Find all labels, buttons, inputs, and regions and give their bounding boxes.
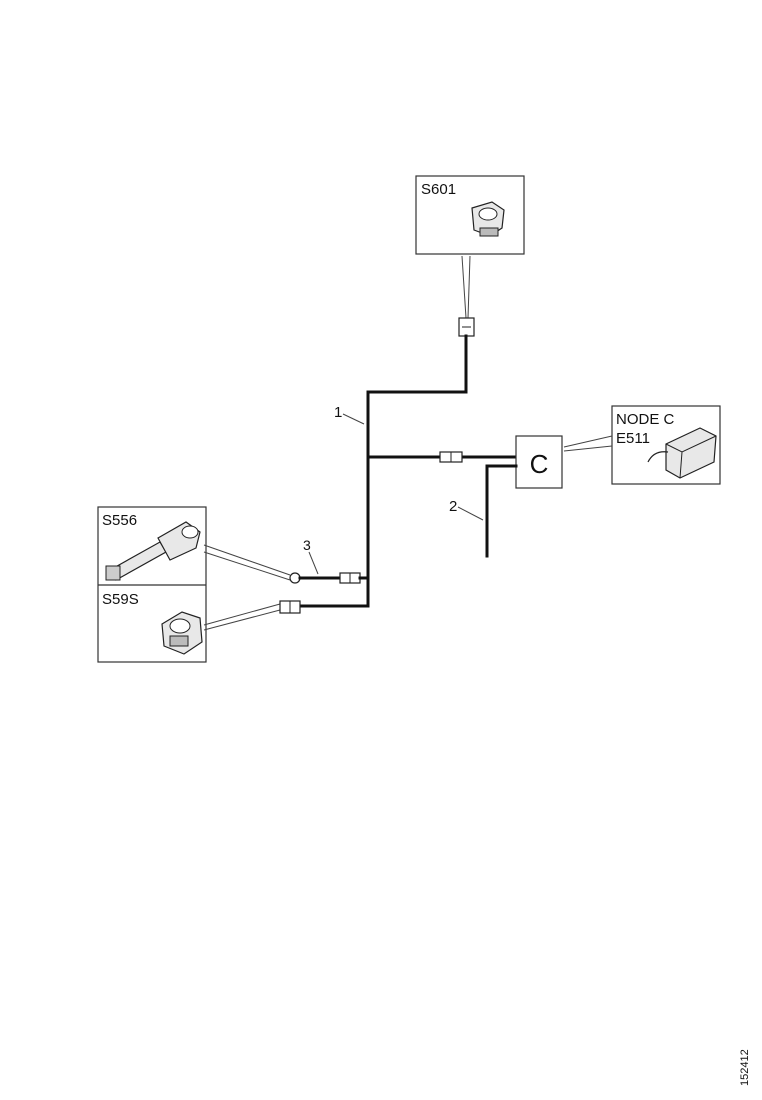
s59s-lead-b — [203, 609, 281, 631]
node-c-module-icon — [647, 427, 717, 479]
figure-id: 152412 — [739, 1049, 751, 1086]
s556-s59s-panel: S556 S59S — [97, 506, 207, 663]
node-c-label: NODE C — [616, 411, 675, 428]
node-e511-label: E511 — [616, 430, 650, 447]
node-c-lead-a — [563, 435, 613, 448]
s556-stalk-switch-icon — [105, 521, 201, 581]
s556-label: S556 — [102, 512, 137, 529]
callout-2-leader — [457, 506, 484, 521]
s59s-lead-a — [203, 603, 281, 626]
s601-lead-a — [461, 255, 467, 319]
s556-lead-a — [203, 544, 291, 576]
node-c-panel: NODE C E511 — [611, 405, 721, 485]
callout-1-leader — [342, 413, 365, 425]
callout-3-leader — [308, 551, 319, 575]
s59s-switch-icon — [161, 611, 203, 655]
s601-switch-icon — [471, 201, 505, 237]
s59s-label: S59S — [102, 591, 139, 608]
node-c-lead-b — [563, 445, 613, 452]
callout-3: 3 — [303, 537, 311, 553]
harness-1-main — [300, 334, 468, 608]
harness-2 — [485, 464, 518, 558]
callout-1: 1 — [334, 404, 342, 421]
s601-lead-b — [467, 255, 471, 319]
control-unit-c — [515, 435, 563, 489]
control-unit-c-label: C — [530, 449, 549, 479]
s601-label: S601 — [421, 181, 456, 198]
s556-lead-b — [203, 551, 291, 581]
s601-frame — [415, 175, 525, 255]
s601-panel: S601 — [415, 175, 525, 255]
callout-2: 2 — [449, 498, 457, 515]
